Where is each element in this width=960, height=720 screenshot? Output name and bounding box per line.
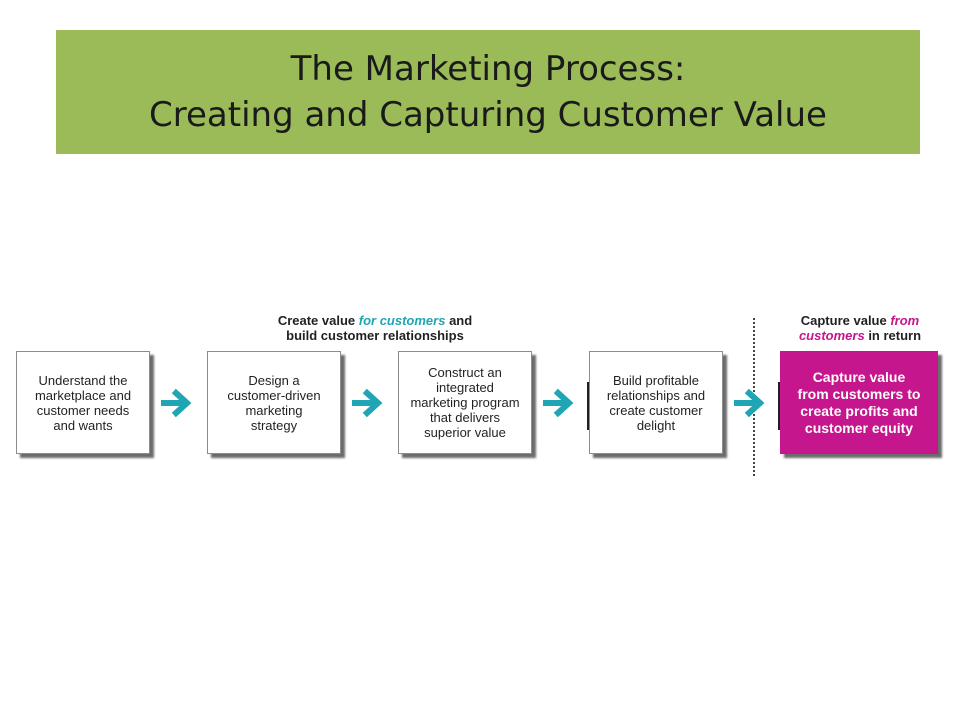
capture-header-emphasis-2: customers <box>798 328 865 343</box>
capture-header-post: in return <box>864 328 922 343</box>
step-text: Build profitable relationships and creat… <box>606 372 706 433</box>
capture-header-emphasis-1: from <box>890 313 920 328</box>
step-text: Design a customer-driven marketing strat… <box>227 372 321 433</box>
arrow-right-icon <box>352 388 383 418</box>
step-text: Construct an integrated marketing progra… <box>410 365 520 440</box>
box-tab-decoration <box>778 382 781 430</box>
final-step-text: Capture value from customers to create p… <box>797 368 921 436</box>
capture-header-pre: Capture value <box>800 313 891 328</box>
title-line-1: The Marketing Process: <box>290 49 686 89</box>
create-header-emphasis: for customers <box>358 313 446 328</box>
step-box-design-strategy: Design a customer-driven marketing strat… <box>207 351 341 454</box>
step-box-build-relationships: Build profitable relationships and creat… <box>589 351 723 454</box>
title-line-2: Creating and Capturing Customer Value <box>149 95 827 135</box>
step-box-understand: Understand the marketplace and customer … <box>16 351 150 454</box>
create-header-line2: build customer relationships <box>286 328 464 343</box>
capture-value-header: Capture value from customers in return <box>775 313 945 343</box>
step-text: Understand the marketplace and customer … <box>34 372 132 433</box>
create-value-header: Create value for customers and build cus… <box>230 313 520 343</box>
title-banner: The Marketing Process: Creating and Capt… <box>56 30 920 154</box>
step-box-capture-value: Capture value from customers to create p… <box>780 351 938 454</box>
arrow-right-icon <box>161 388 192 418</box>
arrow-right-icon <box>543 388 574 418</box>
create-header-pre: Create value <box>277 313 359 328</box>
arrow-right-icon <box>734 388 765 418</box>
box-tab-decoration <box>587 382 590 430</box>
step-box-construct-program: Construct an integrated marketing progra… <box>398 351 532 454</box>
create-header-post: and <box>445 313 473 328</box>
